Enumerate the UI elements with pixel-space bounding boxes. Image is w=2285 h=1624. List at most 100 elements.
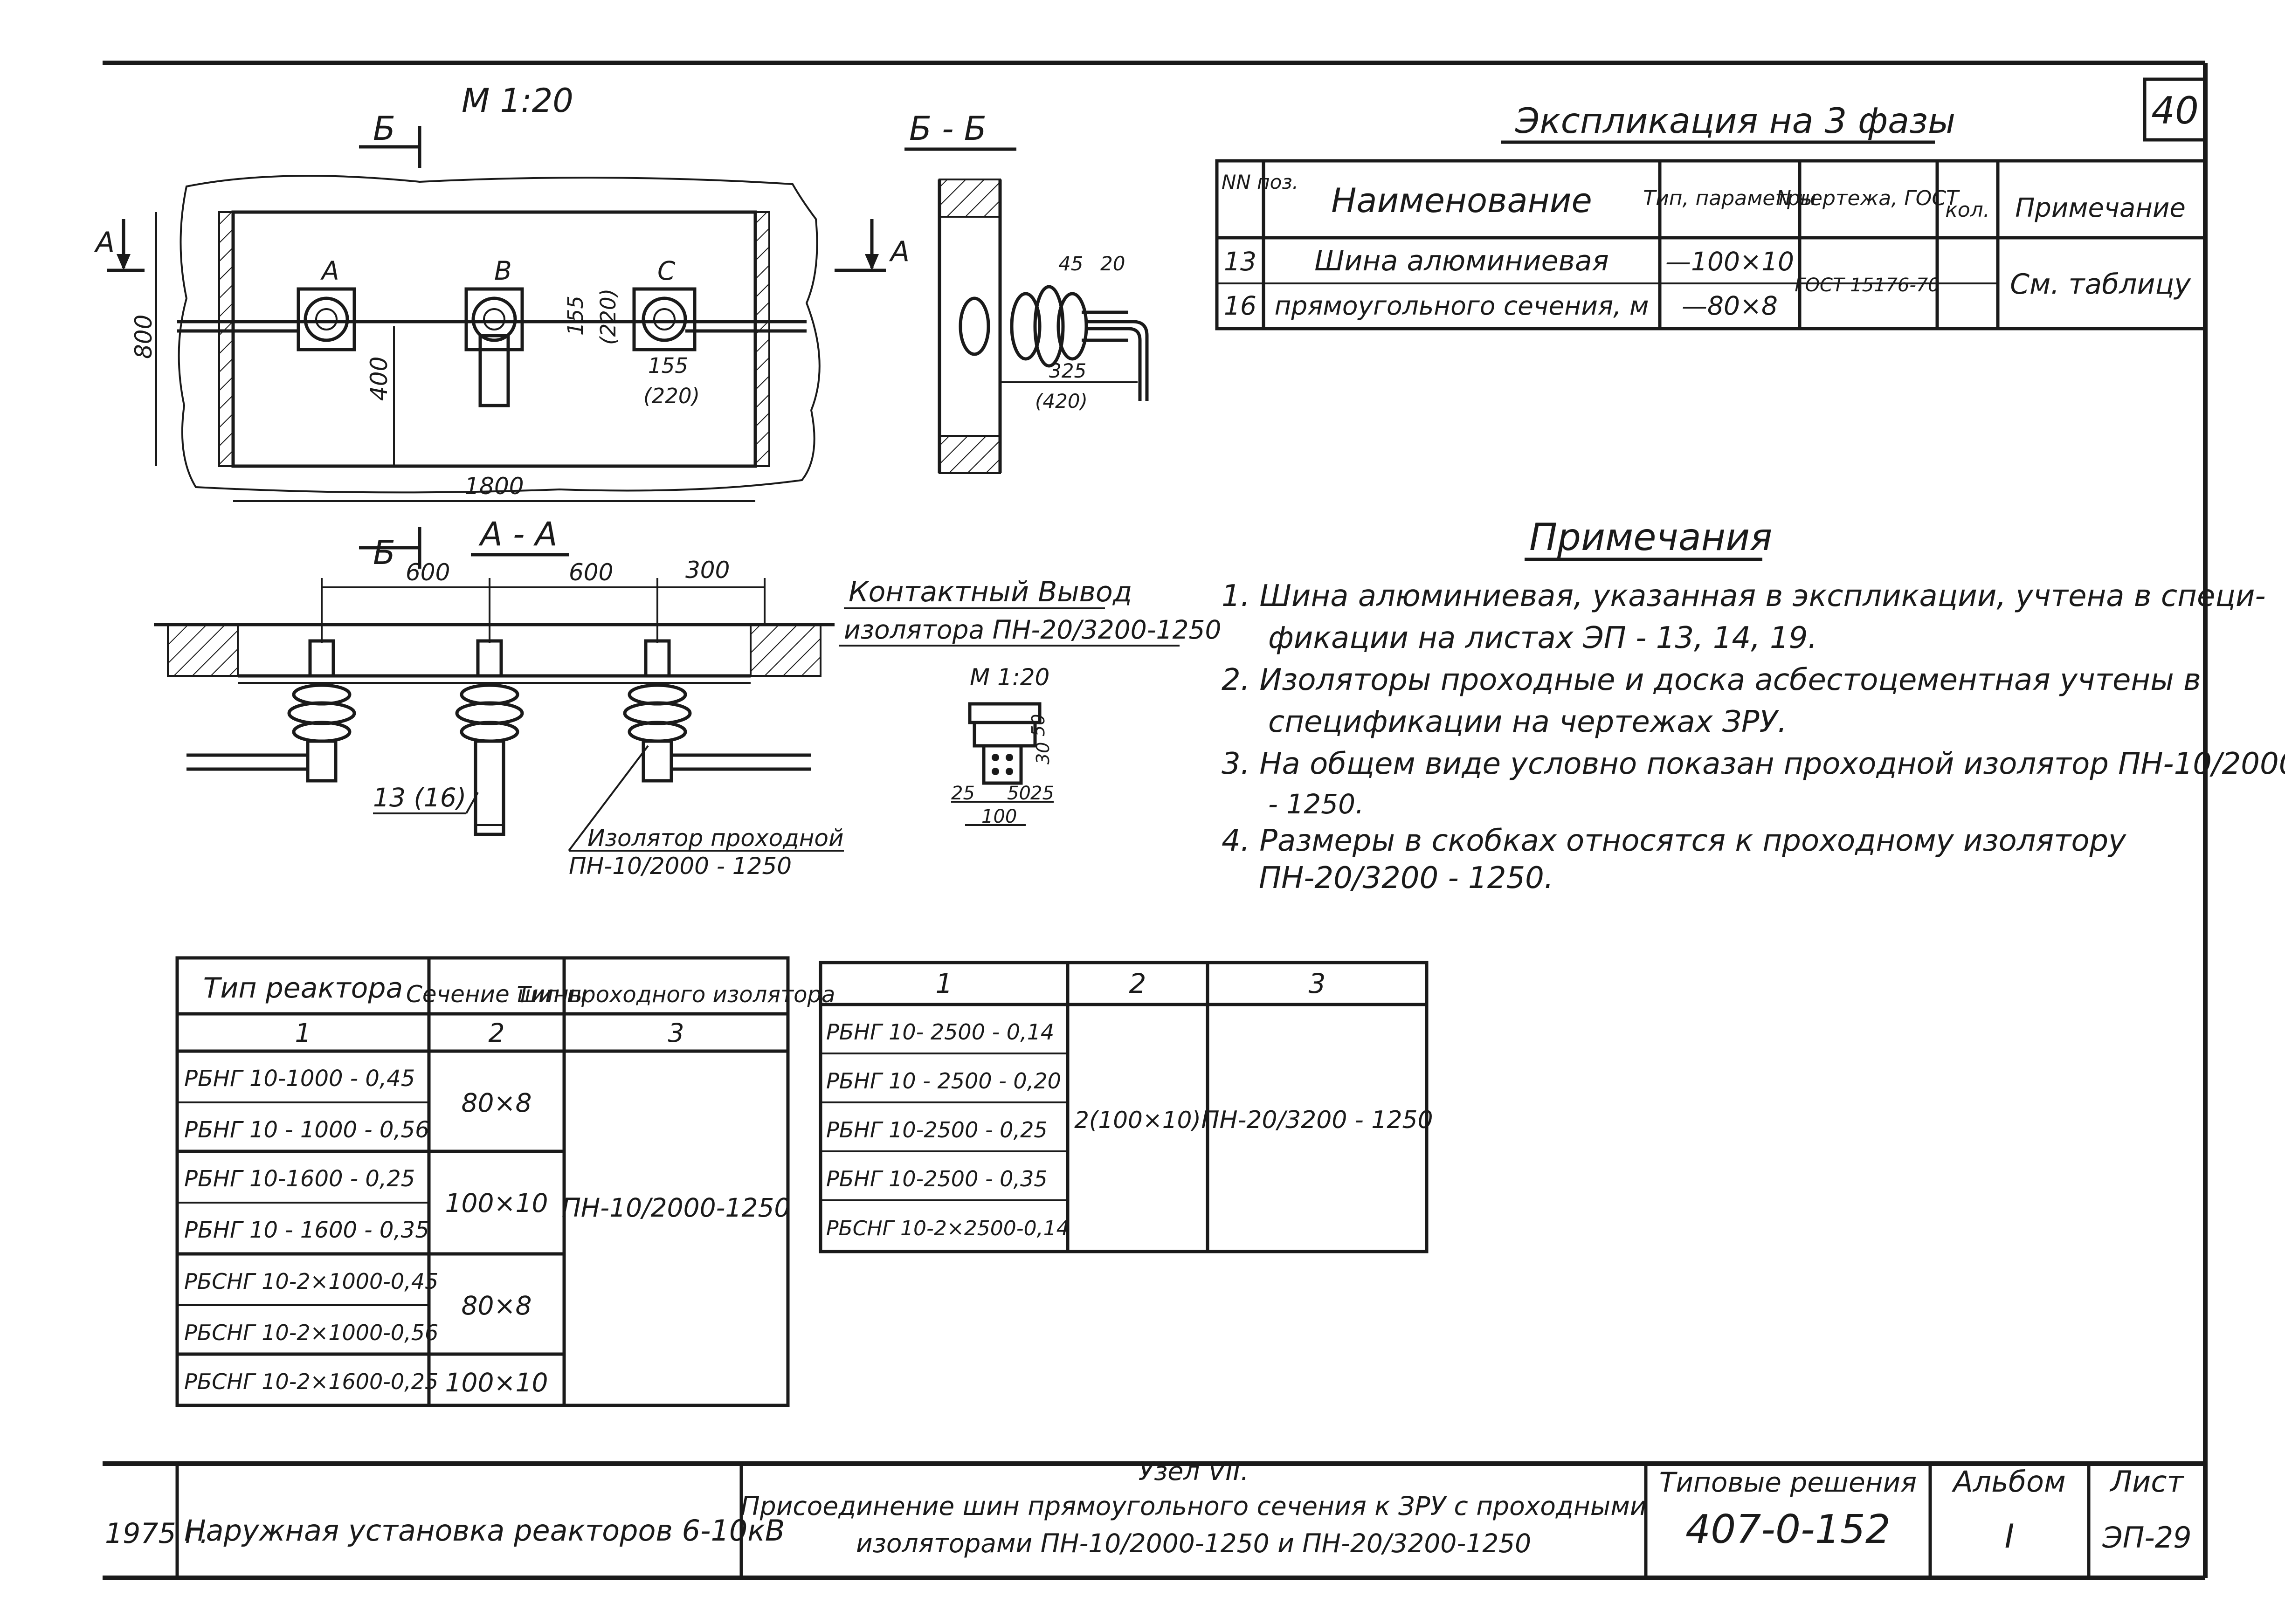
contact-detail: Контактный Вывод изолятора ПН-20/3200-12… xyxy=(839,576,1222,827)
title-block: 1975 г. Наружная установка реакторов 6-1… xyxy=(105,1456,2192,1578)
table2-reactor: РБНГ 10-2500 - 0,25 xyxy=(826,1117,1048,1142)
callout-leader xyxy=(568,745,649,852)
dim-420: (420) xyxy=(1035,390,1088,413)
table2-colnum: 2 xyxy=(1129,968,1146,999)
note-line: 2. Изоляторы проходные и доска асбестоце… xyxy=(1222,663,2201,697)
reactor-table-2: 1 2 3 РБНГ 10- 2500 - 0,14 РБНГ 10 - 250… xyxy=(819,961,1433,1253)
table1-section: 100×10 xyxy=(445,1368,548,1397)
dim-600b: 600 xyxy=(569,559,613,586)
dim-600a: 600 xyxy=(406,559,450,586)
wall-hatch-top xyxy=(939,179,1001,218)
contact-hole xyxy=(992,754,999,761)
dim-bus-height: 400 xyxy=(366,357,393,401)
table2-reactor: РБНГ 10-2500 - 0,35 xyxy=(826,1166,1048,1191)
table1-header-reactor: Тип реактора xyxy=(203,972,403,1005)
dim-25b: 25 xyxy=(1030,783,1054,804)
dim-height: 800 xyxy=(130,315,157,359)
dim-20: 20 xyxy=(1100,252,1125,275)
dim-50b: 50 xyxy=(1028,714,1049,736)
arrow-head xyxy=(117,254,131,270)
bus-position-label: 13 (16) xyxy=(373,783,466,812)
table1-section: 80×8 xyxy=(461,1088,532,1118)
dim-overall-width: 1800 xyxy=(464,473,524,500)
row-name: Шина алюминиевая xyxy=(1314,245,1608,277)
album-number: I xyxy=(2005,1517,2015,1555)
table1-reactor: РБНГ 10-1600 - 0,25 xyxy=(184,1166,415,1192)
dim-ins-h2: (220) xyxy=(596,289,621,345)
header-name: Наименование xyxy=(1331,181,1592,220)
table2-colnum: 3 xyxy=(1309,968,1326,999)
contact-body xyxy=(973,721,1037,748)
table2-reactor: РБНГ 10 - 2500 - 0,20 xyxy=(826,1068,1061,1094)
section-mark-a-right: А xyxy=(889,235,910,268)
table1-reactor: РБНГ 10-1000 - 0,45 xyxy=(184,1066,415,1092)
series-number: 407-0-152 xyxy=(1685,1507,1891,1553)
dim-100: 100 xyxy=(981,806,1017,827)
sheet-label: Лист xyxy=(2109,1465,2184,1499)
dim-45: 45 xyxy=(1058,252,1083,275)
table2-section: 2(100×10) xyxy=(1074,1107,1201,1134)
contact-title-line1: Контактный Вывод xyxy=(849,576,1132,608)
section-mark-b-bottom: Б xyxy=(373,534,395,572)
desc-line1: Присоединение шин прямоугольного сечения… xyxy=(740,1491,1646,1521)
contact-scale-label: М 1:20 xyxy=(970,664,1049,691)
note-line: - 1250. xyxy=(1268,788,1364,820)
table1-reactor: РБНГ 10 - 1000 - 0,56 xyxy=(184,1117,429,1143)
note-line: 4. Размеры в скобках относятся к проходн… xyxy=(1222,824,2126,858)
phase-label-b: В xyxy=(494,256,512,286)
wall-outline xyxy=(178,175,821,494)
table1-insulator: ПН-10/2000-1250 xyxy=(562,1193,791,1223)
phase-label-a: А xyxy=(320,256,339,286)
opening-right-hatch xyxy=(754,211,770,467)
notes-block: Примечания 1. Шина алюминиевая, указанна… xyxy=(1222,516,2285,895)
table1-colnum: 3 xyxy=(668,1018,684,1048)
table2-reactor: РБСНГ 10-2×2500-0,14 xyxy=(826,1217,1070,1240)
dim-50a: 50 xyxy=(1007,783,1031,804)
insulator-b: В xyxy=(464,256,524,407)
table2-colnum: 1 xyxy=(936,968,953,999)
row-type: —80×8 xyxy=(1682,291,1778,321)
insulator-callout-line1: Изолятор проходной xyxy=(587,825,844,852)
insulator-profile xyxy=(959,285,1128,368)
table2-insulator: ПН-20/3200 - 1250 xyxy=(1201,1106,1433,1134)
dim-300: 300 xyxy=(685,557,730,584)
sheet-corner-number: 40 xyxy=(2151,89,2199,132)
table1-colnum: 2 xyxy=(489,1018,505,1048)
dim-30: 30 xyxy=(1033,742,1053,764)
dim-25: 25 xyxy=(951,783,975,804)
plan-scale-label: М 1:20 xyxy=(462,82,573,120)
row-type: —100×10 xyxy=(1665,247,1794,276)
note-text: См. таблицу xyxy=(2010,268,2191,301)
row-name: прямоугольного сечения, м xyxy=(1274,291,1649,321)
dim-ins-w2: (220) xyxy=(643,384,700,408)
table1-reactor: РБСНГ 10-2×1600-0,25 xyxy=(184,1369,438,1394)
reactor-table-1: Тип реактора Сечение шины Тип проходного… xyxy=(175,956,835,1407)
section-mark-a-left: А xyxy=(94,226,115,259)
explication-title: Экспликация на 3 фазы xyxy=(1515,100,1955,141)
leader-line xyxy=(465,792,479,814)
drawing-ref: ГОСТ 15176-70 xyxy=(1795,275,1940,296)
dim-ins-h1: 155 xyxy=(563,296,588,336)
section-aa-title: А - А xyxy=(478,515,558,553)
header-pos: NN поз. xyxy=(1222,171,1298,193)
wall-hatch-left xyxy=(167,624,239,677)
table1-reactor: РБСНГ 10-2×1000-0,45 xyxy=(184,1269,438,1294)
table1-header-section: Сечение шины xyxy=(406,981,587,1008)
series-label: Типовые решения xyxy=(1659,1466,1917,1498)
arrow-head xyxy=(865,254,879,270)
note-line: 3. На общем виде условно показан проходн… xyxy=(1222,747,2285,781)
row-pos: 16 xyxy=(1224,291,1256,321)
insulator-aa-1 xyxy=(287,639,356,783)
header-drawing: N чертежа, ГОСТ xyxy=(1776,186,1960,210)
note-line: ПН-20/3200 - 1250. xyxy=(1259,861,1553,895)
plan-view: М 1:20 Б А В xyxy=(94,82,910,502)
sheet-corner-box: 40 xyxy=(2143,77,2207,142)
opening-left-hatch xyxy=(218,211,234,467)
bus-bend xyxy=(1086,327,1142,401)
dim-ins-w1: 155 xyxy=(648,353,688,378)
bus-bend xyxy=(1086,320,1149,401)
note-line: спецификации на чертежах ЗРУ. xyxy=(1268,705,1787,739)
table1-colnum: 1 xyxy=(295,1018,311,1048)
insulator-c: С xyxy=(632,256,697,351)
